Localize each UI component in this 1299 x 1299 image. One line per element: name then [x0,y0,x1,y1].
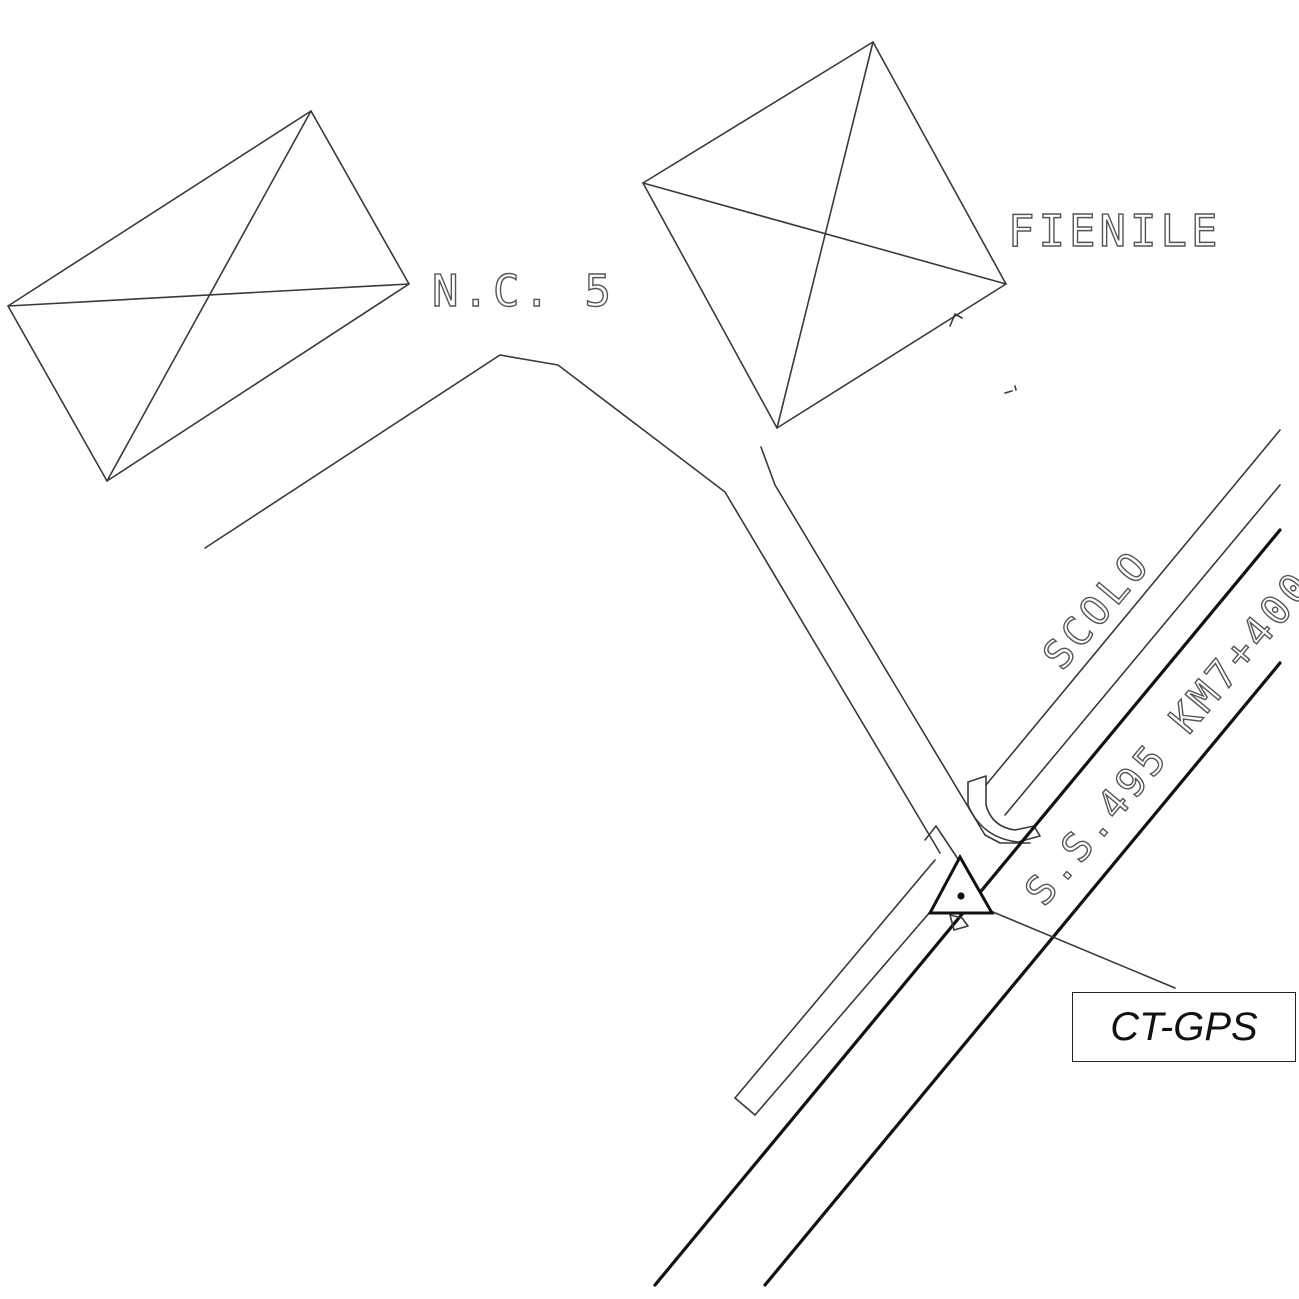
label-building-right: FIENILE [1008,206,1221,257]
building-left-diagonal-b [106,110,312,482]
building-right [642,41,1007,429]
ditch-edge-inner [1004,484,1281,816]
side-strip [734,825,969,1116]
side-strip-edge-inner [754,882,956,1116]
access-path-left-edge [204,354,941,854]
building-left [7,110,410,482]
side-strip-tab [949,914,969,931]
building-left-diagonal-a [7,283,410,307]
ditch-edge-outer [985,429,1281,786]
culvert-head [967,775,1041,843]
label-road: S.S.495 KM7+400 [1016,562,1299,914]
road-edge-right [763,661,1282,1287]
gps-label-box: CT-GPS [1072,992,1296,1062]
stray-mark-a [949,313,963,327]
label-building-left: N.C. 5 [432,266,615,317]
ditch-scolo [967,429,1281,843]
side-strip-edge-outer [734,859,936,1099]
access-path-right-edge [760,446,1031,844]
gps-triangle [927,853,995,915]
gps-dot [957,892,965,900]
side-strip-end [734,1097,756,1116]
building-right-diagonal-b [776,41,874,429]
gps-leader-line [992,911,1176,989]
triangle-dot-icon [927,853,995,915]
access-path [204,354,1031,854]
label-ditch: SCOLO [1034,541,1159,678]
building-right-diagonal-a [642,182,1007,285]
gps-label-text: CT-GPS [1110,1004,1258,1049]
stray-mark-b [1004,385,1017,394]
